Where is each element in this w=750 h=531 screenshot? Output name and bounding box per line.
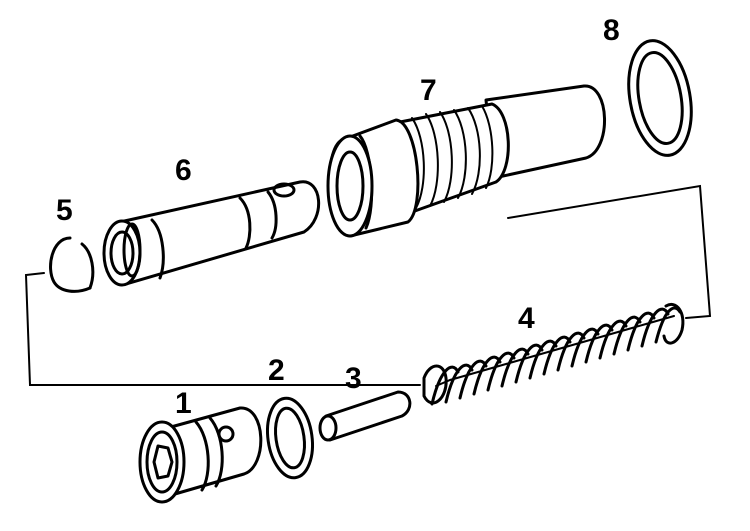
assembly-bracket-line-right (507, 184, 712, 319)
part-7-threaded-fitting (326, 84, 606, 238)
part-1-hex-socket-plug (138, 406, 263, 504)
callout-label-2: 2 (268, 354, 285, 387)
part-4-coil-spring (422, 303, 685, 406)
assembly-bracket-line (24, 272, 421, 386)
part-8-sealing-ring (627, 39, 693, 157)
callout-label-3: 3 (345, 362, 362, 395)
callout-label-1: 1 (175, 387, 192, 420)
callout-label-6: 6 (175, 154, 192, 187)
callout-label-8: 8 (603, 14, 620, 47)
part-3-pin (318, 390, 412, 442)
callout-label-7: 7 (420, 74, 437, 107)
callout-label-4: 4 (518, 302, 535, 335)
part-6-valve-piston (102, 180, 320, 287)
part-5-snap-ring (49, 236, 95, 293)
part-2-o-ring (266, 396, 314, 480)
callout-label-5: 5 (56, 194, 73, 227)
